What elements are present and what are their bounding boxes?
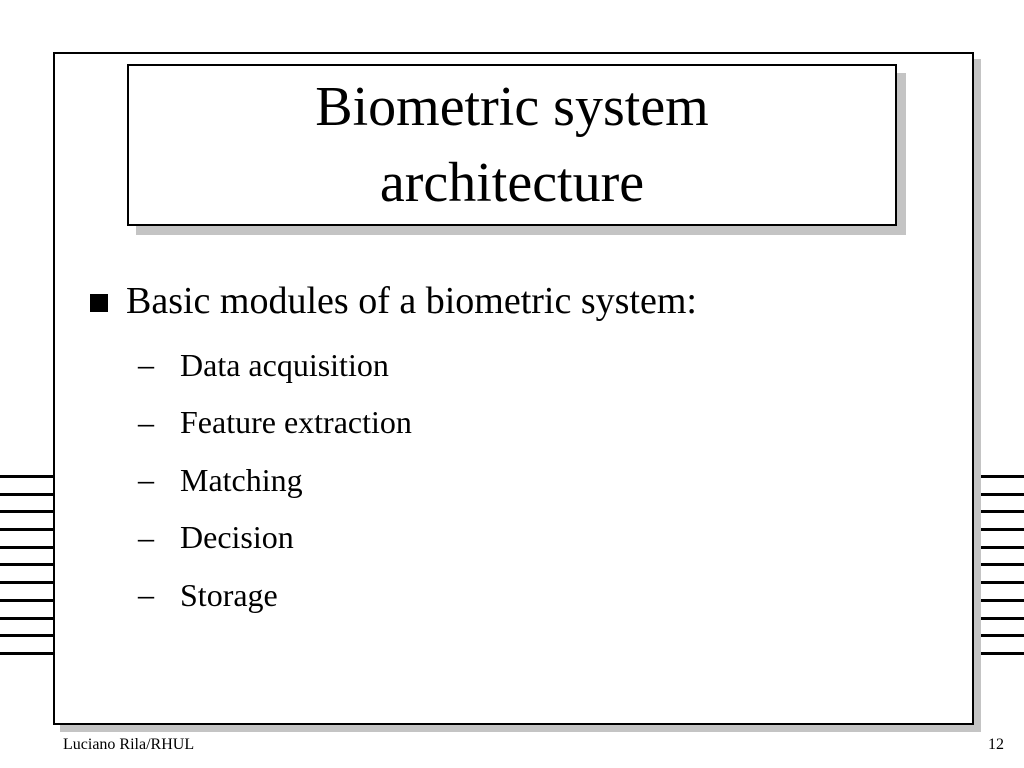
stripe xyxy=(972,598,1024,602)
stripe xyxy=(0,510,54,514)
stripe xyxy=(972,634,1024,638)
stripe xyxy=(972,528,1024,532)
title-box: Biometric system architecture xyxy=(127,64,897,226)
main-bullet-text: Basic modules of a biometric system: xyxy=(126,280,697,322)
square-bullet-icon xyxy=(90,294,108,312)
stripe xyxy=(972,475,1024,478)
list-item: – Matching xyxy=(138,451,412,509)
sub-item-text: Decision xyxy=(180,519,294,556)
stripe xyxy=(972,651,1024,655)
stripe xyxy=(972,616,1024,620)
stripe xyxy=(0,581,54,585)
stripe xyxy=(0,651,54,655)
sub-bullet-list: – Data acquisition – Feature extraction … xyxy=(138,336,412,624)
stripe xyxy=(972,581,1024,585)
dash-bullet-icon: – xyxy=(138,403,154,440)
sub-item-text: Storage xyxy=(180,576,278,613)
footer-author: Luciano Rila/RHUL xyxy=(63,736,195,753)
list-item: – Feature extraction xyxy=(138,394,412,452)
slide-title: Biometric system architecture xyxy=(315,76,709,214)
dash-bullet-icon: – xyxy=(138,518,154,555)
dash-bullet-icon: – xyxy=(138,461,154,498)
stripe xyxy=(0,545,54,549)
list-item: – Decision xyxy=(138,509,412,567)
sub-item-text: Feature extraction xyxy=(180,404,412,441)
right-decorative-stripes xyxy=(972,475,1024,655)
stripe xyxy=(0,616,54,620)
main-bullet: Basic modules of a biometric system: xyxy=(90,276,697,326)
stripe xyxy=(0,475,54,478)
stripe xyxy=(0,563,54,567)
page-number: 12 xyxy=(988,736,1004,753)
stripe xyxy=(0,598,54,602)
stripe xyxy=(972,563,1024,567)
stripe xyxy=(0,492,54,496)
stripe xyxy=(972,492,1024,496)
sub-item-text: Data acquisition xyxy=(180,346,389,383)
left-decorative-stripes xyxy=(0,475,54,655)
stripe xyxy=(972,510,1024,514)
stripe xyxy=(0,528,54,532)
stripe xyxy=(972,545,1024,549)
stripe xyxy=(0,634,54,638)
sub-item-text: Matching xyxy=(180,461,303,498)
dash-bullet-icon: – xyxy=(138,346,154,383)
list-item: – Storage xyxy=(138,566,412,624)
list-item: – Data acquisition xyxy=(138,336,412,394)
dash-bullet-icon: – xyxy=(138,576,154,613)
